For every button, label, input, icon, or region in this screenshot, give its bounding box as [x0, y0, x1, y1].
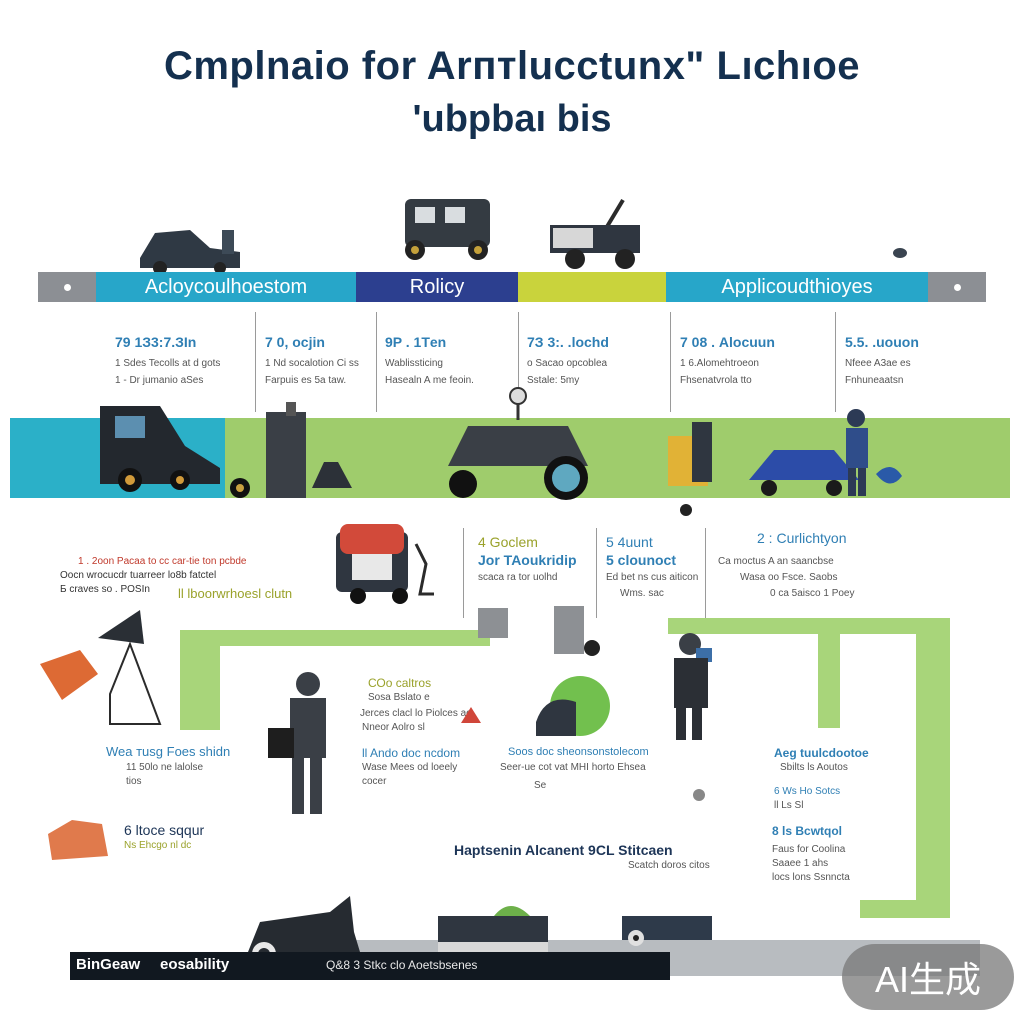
dot-icon: [693, 789, 705, 801]
divider: [596, 528, 597, 618]
band-yellow: [518, 272, 666, 302]
page-title: Cmplnaio for Arптlucctunx" Lıchıoe: [163, 44, 861, 88]
lower-b-line3: Nneor Aolro sl: [362, 722, 425, 733]
stat-line-5b: Wms. sac: [620, 588, 664, 599]
mid-left-heading: ll lboorwrhoesl clutn: [178, 586, 293, 601]
lower-g-line2: Saaee 1 ahs: [772, 858, 829, 869]
lower-a-line1: 11 50lo ne lalolse: [126, 762, 204, 773]
globe-icon: [536, 676, 610, 736]
lower-f-heading2: Ns Ehcgo nl dc: [124, 840, 192, 851]
stat-5: 7 08 . Аlocuun 1 6.Alomehtroeon Fhsenatv…: [680, 334, 775, 386]
pipe-vertical-1: [180, 630, 220, 730]
goal-heading: 4 Goclem: [478, 534, 538, 550]
band-applications: Applicoudthioyes: [666, 272, 928, 302]
bottom-bar: [70, 952, 670, 980]
divider: [518, 312, 519, 412]
lower-e-line3: ll Ls Sl: [774, 800, 804, 811]
rock-icon: [48, 820, 108, 860]
lower-e-line1: Sbilts ls Aoutos: [780, 762, 848, 773]
warning-icon: [461, 707, 481, 723]
band-cap-right: [928, 272, 986, 302]
lower-d-heading: Soos doc sheonsonstolecom: [508, 746, 649, 758]
bottom-rover-icon: [622, 916, 712, 946]
divider: [255, 312, 256, 412]
lower-c-line2: cocer: [362, 776, 387, 787]
pipe-vertical-2: [818, 618, 840, 728]
sprayer-icon: [668, 422, 712, 516]
harvester-icon: [550, 198, 640, 269]
stat-3: 9P . 1Тen Wablissticing Hasealn A me feo…: [385, 334, 474, 386]
lower-a-line2: tios: [126, 776, 142, 787]
stat-4: 7З 3:. .lochd о Sacao opcoblea Sstale: 5…: [527, 334, 609, 386]
divider: [835, 312, 836, 412]
pump-station-icon: [478, 606, 600, 656]
lower-d-line2: Se: [534, 780, 547, 791]
lower-g-line1: Faus for Coolina: [772, 844, 846, 855]
autonomous-tractor-icon: [448, 387, 588, 500]
stat-heading-5: 5 4uunt: [606, 534, 653, 550]
technician-icon: [674, 633, 712, 740]
bottom-label-3: Q&8 3 Stkc clo Aoetsbsenes: [326, 958, 478, 972]
pipe-horizontal-1: [210, 630, 490, 646]
pipe-bottom: [860, 900, 930, 918]
dot-icon: [893, 248, 907, 258]
goal-sub: Jor TAoukridip: [478, 552, 577, 568]
band-policy: Rolicy: [356, 272, 518, 302]
mid-left-line1: 1 . 2oon Pacaa to cc car-tie ton pcbde: [78, 556, 247, 567]
worker-figure-icon: [268, 672, 326, 814]
lower-d-line1: Seer-ue cot vat МНI horto Ehsea: [500, 762, 646, 773]
lower-e-line2: 6 Ws Ho Sotcs: [774, 786, 841, 797]
stat-6: 5.5. .uouon Nfeee A3ae es Fnhuneaatsn: [845, 334, 919, 386]
cultivation-line2: Wasa oo Fsce. Saobs: [740, 572, 838, 583]
engine-unit-icon: [336, 524, 434, 604]
lower-b-heading: СОо саltros: [368, 676, 432, 690]
lower-f-line2: Scatch doros citos: [628, 860, 710, 871]
bottom-label-2: eosability: [160, 956, 230, 973]
lower-b-line1: Sosa Bslato e: [368, 692, 430, 703]
stat-line-5a: Ed bet ns cus aiticon: [606, 572, 699, 583]
stat-2: 7 0, ocjin 1 Nd socalotion Ci ss Farpuis…: [265, 334, 359, 386]
band-cap-left: [38, 272, 96, 302]
lower-f-heading: 6 ltoce sqqur: [124, 822, 205, 838]
divider: [463, 528, 464, 618]
lower-g-line3: locs lons Ssnncta: [772, 872, 850, 883]
pipe-vertical-3: [916, 618, 950, 918]
lower-e-heading: Aeg tuulcdootoe: [774, 746, 869, 760]
divider: [376, 312, 377, 412]
divider: [705, 528, 706, 618]
farmer-icon: [846, 409, 902, 496]
blue-rover-icon: [749, 450, 859, 496]
goal-line1: scaca ra tor uolhd: [478, 572, 558, 583]
band-adoption: Acloycoulhoestom: [96, 272, 356, 302]
bullet-icon: [63, 283, 71, 291]
lower-c-heading: ll Ando doc ncdom: [362, 746, 461, 760]
loader-icon: [100, 406, 220, 492]
page-subtitle: 'ubpbaı bis: [412, 98, 612, 140]
stat-sub-5: 5 clounoct: [606, 552, 677, 568]
lower-g-heading: 8 ls Bcwtqol: [772, 824, 843, 838]
mid-left-line2: Oocn wrocucdr tuarreer lo8b fatctel: [60, 570, 217, 581]
field-strip: [225, 418, 1010, 498]
lower-c-line1: Wase Mees od loeely: [362, 762, 458, 773]
robot-unit-icon: [230, 402, 352, 498]
divider: [670, 312, 671, 412]
bottom-label-1: BinGeaw: [76, 956, 141, 973]
cultivation-line3: 0 ca 5aisco 1 Poey: [770, 588, 855, 599]
cultivation-heading: 2 : Curlichtyon: [757, 530, 847, 546]
mid-left-line3: Б craves so . POSIn: [60, 584, 150, 595]
cultivation-line1: Ca moctus A an saancbse: [718, 556, 834, 567]
lower-b-line2: Jerces clacl lo Piolces ao: [360, 708, 472, 719]
truck-icon: [405, 199, 490, 260]
tractor-icon: [140, 230, 240, 275]
drone-crane-icon: [40, 610, 162, 725]
pipe-horizontal-2: [668, 618, 950, 634]
ai-generated-watermark: AI生成: [842, 944, 1014, 1010]
bullet-icon: [953, 283, 961, 291]
lower-f-line1: Haptsenin Alcanent 9CL Stitcaen: [454, 842, 673, 858]
stat-1: 79 1З3:7.ЗIn 1 Sdes Tecolls at d gots 1 …: [115, 334, 221, 386]
bottom-planter-icon: [438, 906, 548, 952]
lower-a-heading: Wea тusg Foes shidn: [106, 744, 231, 759]
